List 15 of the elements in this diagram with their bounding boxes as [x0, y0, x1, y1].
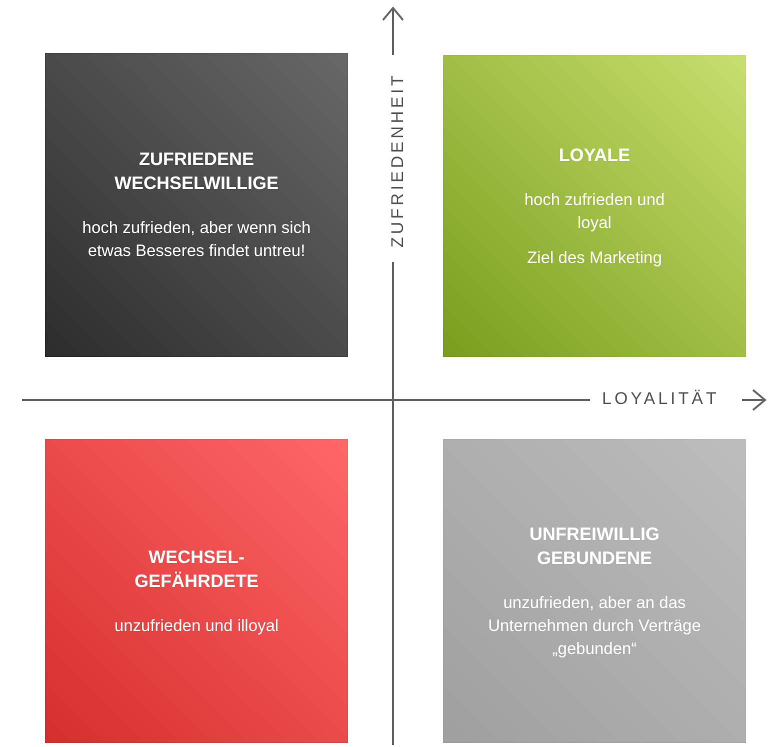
axis-label: ZUFRIEDENHEIT: [388, 72, 408, 248]
quadrant-description: unzufrieden, aber an das Unternehmen durch Verträge „gebunden“: [487, 592, 702, 660]
quadrant-title: ZUFRIEDENE WECHSELWILLIGE: [114, 148, 280, 195]
quadrant-box: [45, 53, 348, 357]
quadrant-title: WECHSEL-GEFÄHRDETE: [133, 546, 260, 592]
quadrant-box: [443, 439, 746, 743]
quadrant-box: [45, 439, 348, 743]
quadrant-title: LOYALE: [558, 144, 630, 166]
quadrant-description: Ziel des Marketing: [527, 248, 662, 268]
axis-label: LOYALITÄT: [602, 389, 720, 409]
quadrant-description: hoch zufrieden und loyal: [523, 190, 666, 234]
quadrant-box: [443, 55, 746, 357]
quadrant-description: hoch zufrieden, aber wenn sich etwas Besseres findet untreu!: [81, 218, 312, 262]
quadrant-description: unzufrieden und illoyal: [114, 616, 279, 636]
quadrant-title: UNFREIWILLIG GEBUNDENE: [528, 522, 660, 570]
